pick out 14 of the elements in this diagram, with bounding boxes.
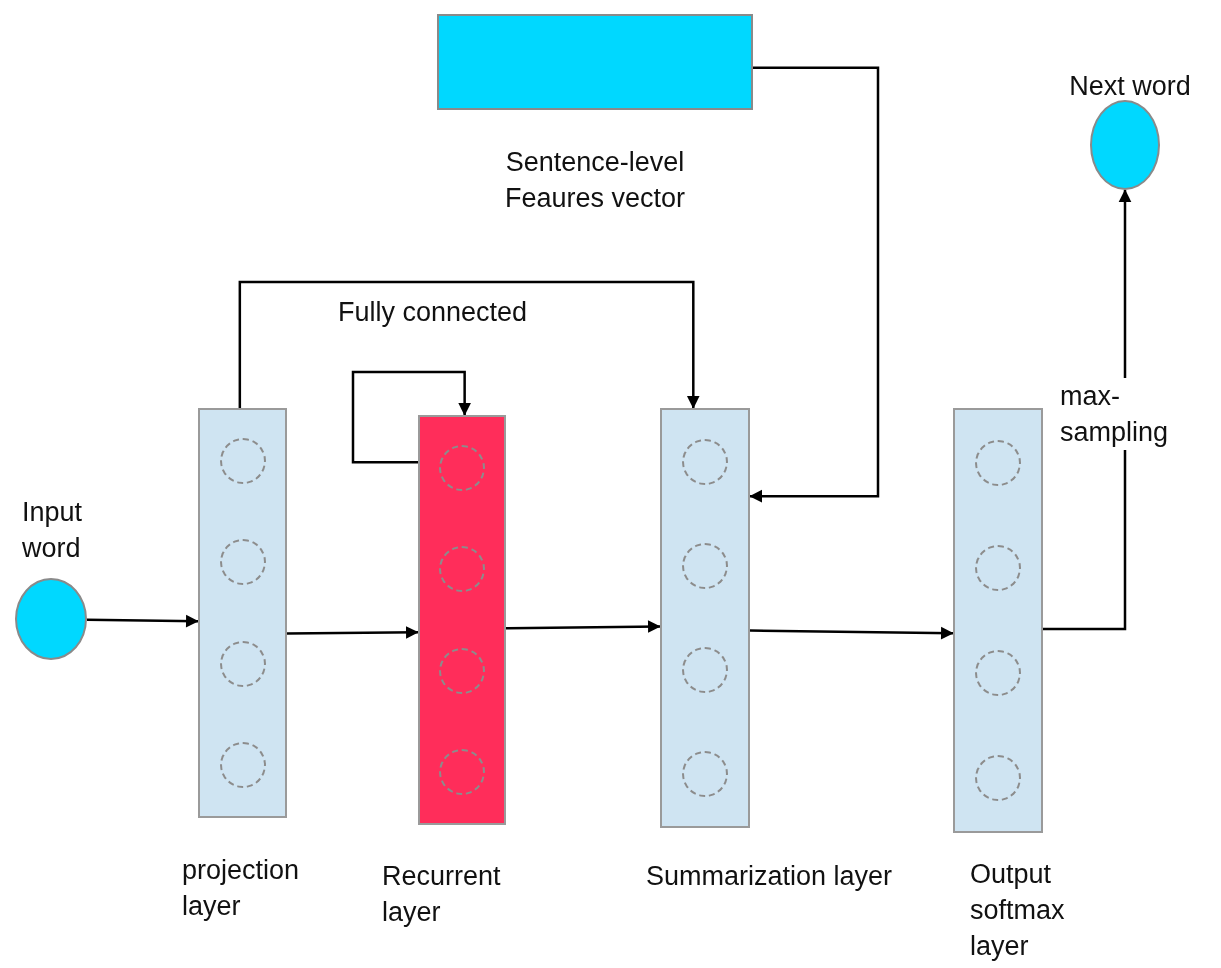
node-label: projection layer: [182, 854, 301, 923]
node-label: Next word: [1068, 70, 1192, 103]
arrow: [506, 620, 661, 633]
arrow: [87, 614, 199, 628]
node-label: Output softmax layer: [970, 858, 1066, 963]
node-label: Input word: [22, 496, 84, 565]
arrow: [238, 280, 700, 409]
arrow: [750, 626, 954, 640]
arrow: [351, 370, 471, 464]
arrow: [287, 626, 419, 639]
node-label: Recurrent layer: [382, 860, 502, 929]
arrow: [749, 66, 880, 503]
node-label: Summarization layer: [646, 860, 894, 893]
node-label: Sentence-level Feaures vector: [503, 146, 687, 215]
